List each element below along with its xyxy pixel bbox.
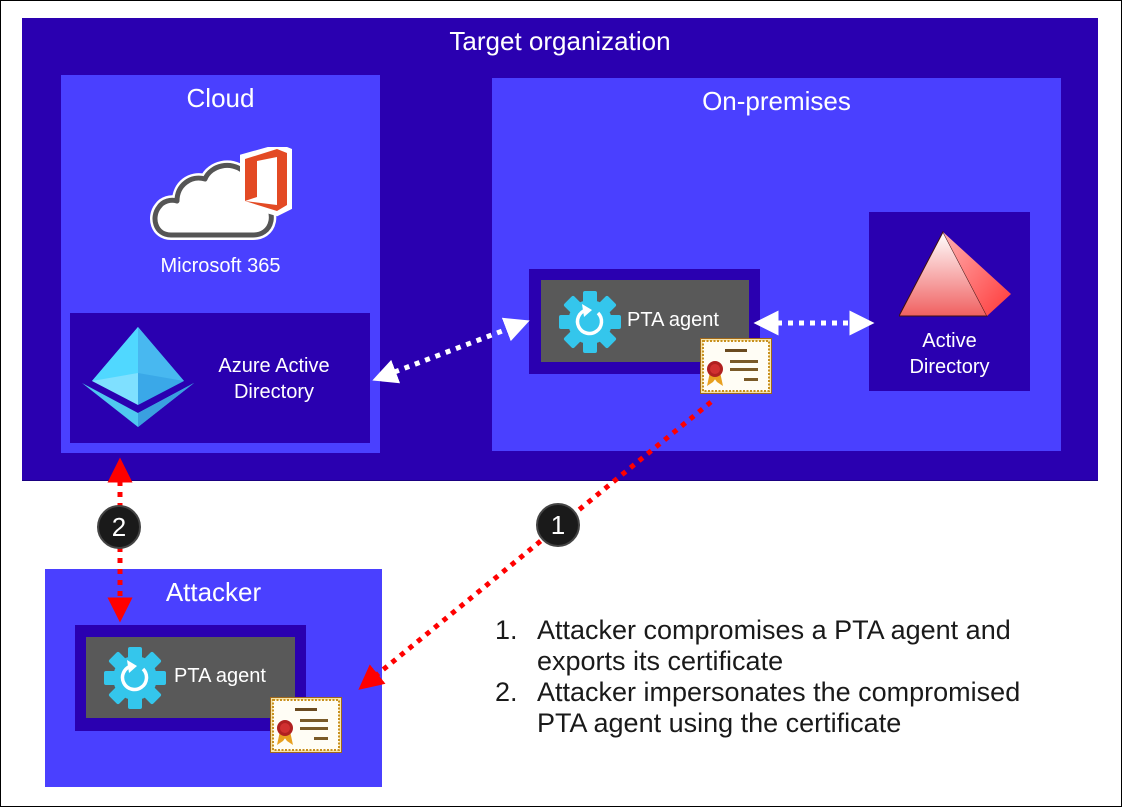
cloud-title: Cloud [186, 83, 255, 113]
step-item: 1. Attacker compromises a PTA agent and … [495, 615, 1105, 677]
active-directory-label: Active Directory [869, 328, 1030, 380]
step-number: 1. [495, 615, 518, 645]
target-organization-title: Target organization [449, 26, 671, 56]
step-number: 2. [495, 677, 518, 707]
pta-agent-label: PTA agent [627, 309, 719, 331]
step-text-line1: Attacker compromises a PTA agent and [537, 615, 1011, 645]
m365-label: Microsoft 365 [160, 255, 281, 277]
office-cloud-icon [150, 147, 292, 240]
gear-refresh-icon [559, 291, 621, 353]
gear-refresh-icon [104, 647, 166, 709]
ad-pyramid-icon [899, 230, 1011, 317]
step-1-badge: 1 [536, 503, 580, 547]
ad-label-line2: Directory [909, 356, 990, 378]
steps-list: 1. Attacker compromises a PTA agent and … [495, 615, 1105, 739]
on-premises-title: On-premises [702, 86, 851, 116]
active-directory-box: Active Directory [869, 212, 1030, 391]
aad-label-line2: Directory [233, 381, 314, 403]
azure-ad-pyramid-icon [82, 327, 194, 427]
step-item: 2. Attacker impersonates the compromised… [495, 677, 1105, 739]
step-text-line2: PTA agent using the certificate [537, 708, 902, 738]
ad-label-line1: Active [922, 330, 977, 352]
azure-ad-box: Azure Active Directory [70, 313, 370, 443]
certificate-icon [700, 338, 772, 394]
certificate-icon [270, 697, 342, 753]
attacker-pta-agent-panel: PTA agent [86, 637, 295, 718]
step-2-badge: 2 [97, 505, 141, 549]
step-text-line1: Attacker impersonates the compromised [537, 677, 1021, 707]
aad-label: Azure Active Directory [200, 353, 348, 405]
step-text-line2: exports its certificate [537, 646, 784, 676]
aad-label-line1: Azure Active [218, 355, 330, 377]
attacker-title: Attacker [165, 577, 262, 607]
attacker-pta-agent-label: PTA agent [174, 665, 266, 687]
